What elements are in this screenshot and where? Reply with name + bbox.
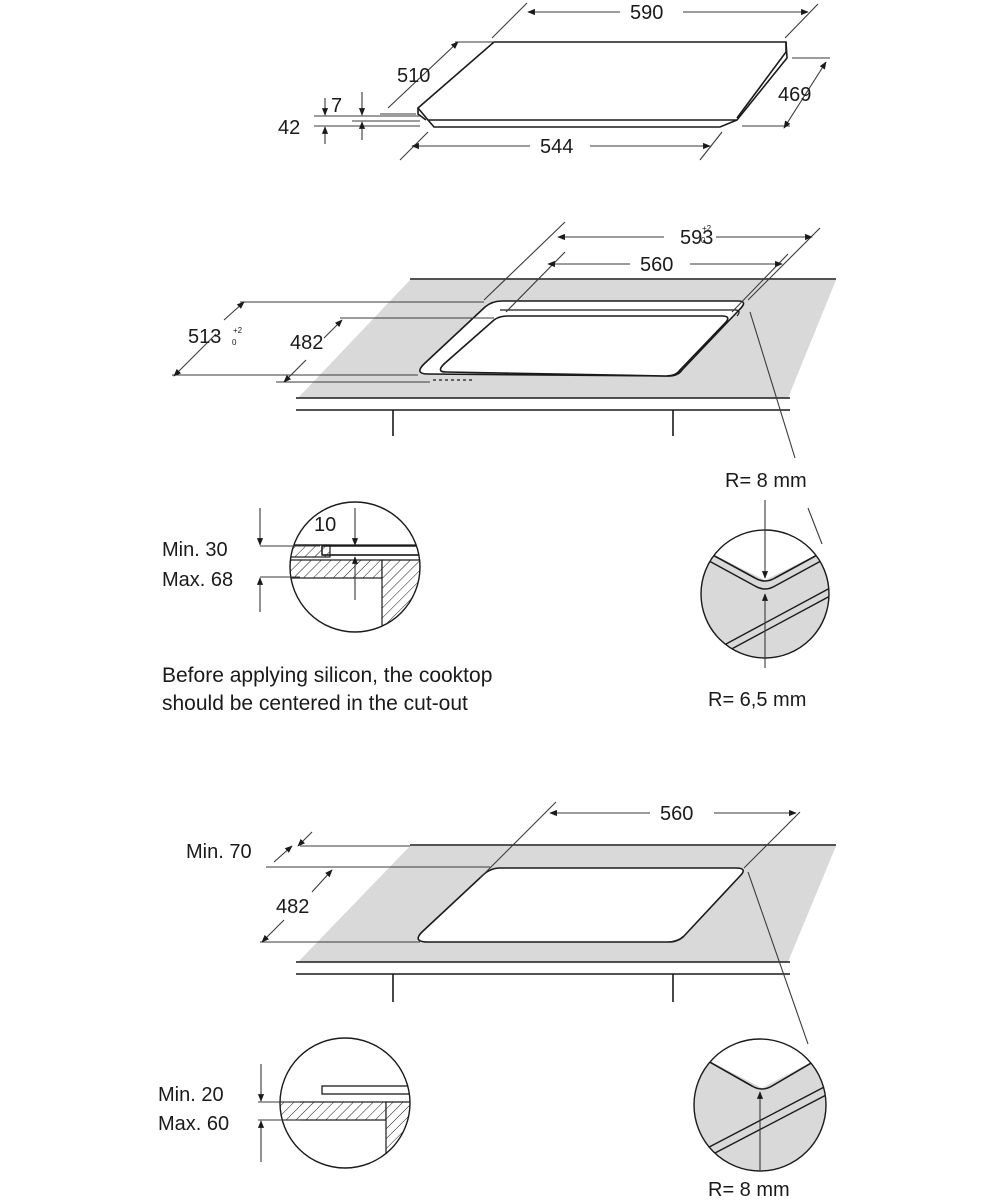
flush-depth-outer-tol-plus: +2 <box>233 326 243 335</box>
flush-width-outer-tol-plus: +2 <box>702 224 712 233</box>
cooktop-depth-top-label: 510 <box>397 65 430 87</box>
standard-radius-detail <box>693 1038 827 1172</box>
standard-dimension-lines <box>260 801 809 1045</box>
cooktop-bottom-width-label: 544 <box>540 136 573 158</box>
flush-width-outer-label: 593 <box>680 227 713 249</box>
cooktop-total-height-label: 42 <box>278 117 300 139</box>
standard-width-label: 560 <box>660 803 693 825</box>
flush-thickness-max-label: Max. 68 <box>162 569 233 591</box>
flush-depth-outer-tol-zero: 0 <box>232 338 237 347</box>
cooktop-glass-thickness-label: 7 <box>331 95 342 117</box>
flush-radius-detail <box>700 500 830 668</box>
standard-radius-label: R= 8 mm <box>708 1179 790 1200</box>
flush-depth-inner-label: 482 <box>290 332 323 354</box>
standard-thickness-max-label: Max. 60 <box>158 1113 229 1135</box>
flush-section-detail <box>256 501 421 633</box>
flush-width-outer-tol-zero: 0 <box>701 236 706 245</box>
cooktop-dimension-lines <box>314 2 830 161</box>
cooktop-depth-right-label: 469 <box>778 84 811 106</box>
centering-note-line1: Before applying silicon, the cooktop <box>162 664 492 687</box>
cooktop-drawing <box>416 41 788 128</box>
standard-section-detail <box>257 1037 411 1169</box>
standard-min-back-label: Min. 70 <box>186 841 252 863</box>
flush-radius-outer-label: R= 8 mm <box>725 470 807 492</box>
flush-thickness-min-label: Min. 30 <box>162 539 228 561</box>
centering-note-line2: should be centered in the cut-out <box>162 692 468 715</box>
standard-depth-label: 482 <box>276 896 309 918</box>
cooktop-width-label: 590 <box>630 2 663 24</box>
flush-depth-outer-label: 513 <box>188 326 221 348</box>
flush-detail-top-label: 10 <box>314 514 336 536</box>
flush-width-inner-label: 560 <box>640 254 673 276</box>
worktop-flush <box>296 278 836 436</box>
flush-dimension-lines <box>172 221 821 459</box>
worktop-standard <box>296 844 836 1002</box>
standard-thickness-min-label: Min. 20 <box>158 1084 224 1106</box>
flush-radius-inner-label: R= 6,5 mm <box>708 689 806 711</box>
